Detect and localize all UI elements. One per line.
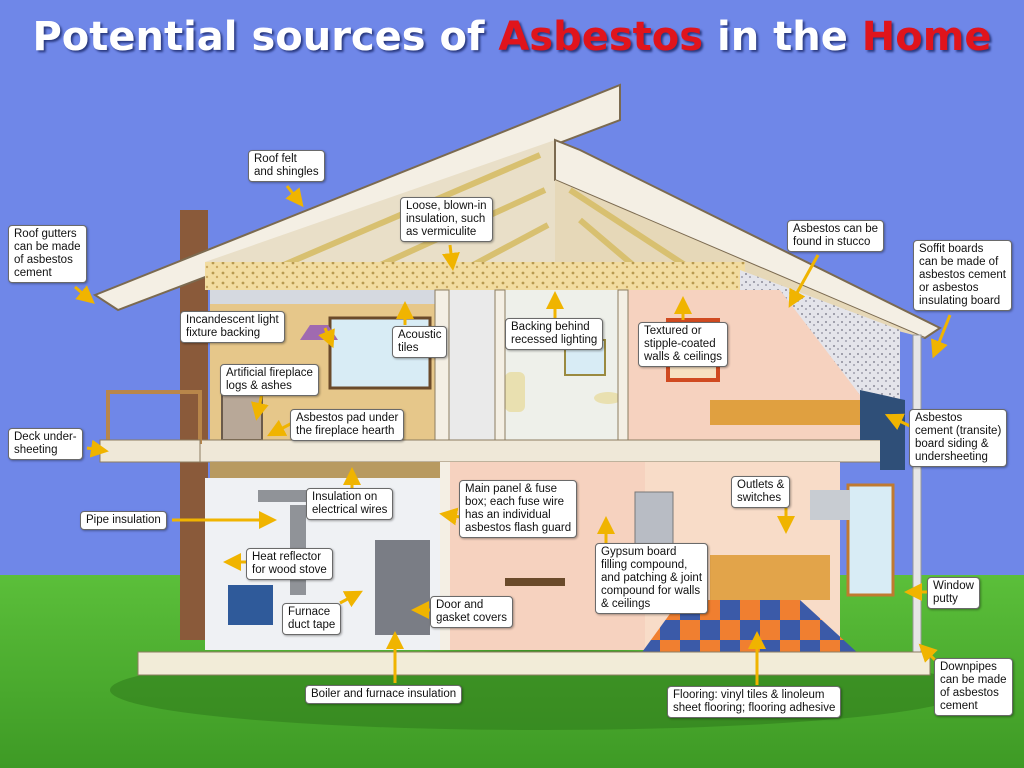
floor-slab (199, 439, 901, 463)
label-main-panel: Main panel & fuse box; each fuse wire ha… (459, 480, 578, 538)
label-acoustic-tiles: Acoustic tiles (392, 326, 448, 358)
label-textured-walls: Textured or stipple-coated walls & ceili… (638, 322, 728, 367)
label-wire-insulation: Insulation on electrical wires (306, 488, 394, 520)
title-highlight-home: Home (861, 14, 992, 60)
range-hood (810, 490, 850, 520)
label-gypsum-board: Gypsum board filling compound, and patch… (595, 543, 709, 614)
right-roof (554, 138, 942, 340)
label-outlets-switches: Outlets & switches (731, 476, 791, 508)
wood-stove (228, 585, 273, 625)
acoustic-ceiling (210, 290, 445, 304)
title-prefix: Potential sources of (32, 14, 499, 60)
label-furnace-duct-tape: Furnace duct tape (282, 603, 342, 635)
label-boiler-insulation: Boiler and furnace insulation (305, 685, 463, 704)
left-roof (92, 83, 621, 312)
toilet (505, 372, 525, 412)
label-roof-gutters: Roof gutters can be made of asbestos cem… (8, 225, 87, 283)
label-soffit-boards: Soffit boards can be made of asbestos ce… (913, 240, 1012, 311)
label-flooring: Flooring: vinyl tiles & linoleum sheet f… (667, 686, 842, 718)
downpipe (912, 334, 922, 656)
attic-right (555, 180, 925, 338)
label-deck-undersheeting: Deck under- sheeting (8, 428, 83, 460)
label-stucco: Asbestos can be found in stucco (787, 220, 885, 252)
label-roof-felt: Roof felt and shingles (248, 150, 325, 182)
title-highlight-asbestos: Asbestos (498, 14, 704, 60)
attic-left (205, 140, 555, 290)
page-title: Potential sources of Asbestos in the Hom… (0, 14, 1024, 60)
label-fireplace-logs: Artificial fireplace logs & ashes (220, 364, 319, 396)
label-window-putty: Window putty (927, 577, 980, 609)
label-heat-reflector: Heat reflector for wood stove (246, 548, 333, 580)
label-hearth-pad: Asbestos pad under the fireplace hearth (290, 409, 405, 441)
label-board-siding: Asbestos cement (transite) board siding … (909, 409, 1008, 467)
kitchen-window (846, 483, 895, 597)
pointer-arrows (74, 185, 952, 685)
sink (594, 392, 622, 404)
board-siding (860, 390, 905, 470)
attic-insulation (205, 262, 745, 290)
upper-room-hall (445, 290, 500, 440)
label-door-gasket: Door and gasket covers (430, 596, 513, 628)
label-downpipes: Downpipes can be made of asbestos cement (934, 658, 1013, 716)
kitchen-counter (710, 555, 830, 600)
lower-wall-divider (440, 462, 450, 650)
upper-room-bathroom (500, 290, 625, 440)
foundation-slab (137, 651, 931, 676)
furnace (375, 540, 430, 635)
label-loose-insulation: Loose, blown-in insulation, such as verm… (400, 197, 493, 242)
title-middle: in the (703, 14, 862, 60)
label-light-fixture: Incandescent light fixture backing (180, 311, 285, 343)
label-pipe-insulation: Pipe insulation (80, 511, 167, 530)
dining-table (505, 578, 565, 586)
bed (710, 400, 860, 425)
deck-floor (99, 439, 201, 463)
label-recessed-lighting: Backing behind recessed lighting (505, 318, 604, 350)
